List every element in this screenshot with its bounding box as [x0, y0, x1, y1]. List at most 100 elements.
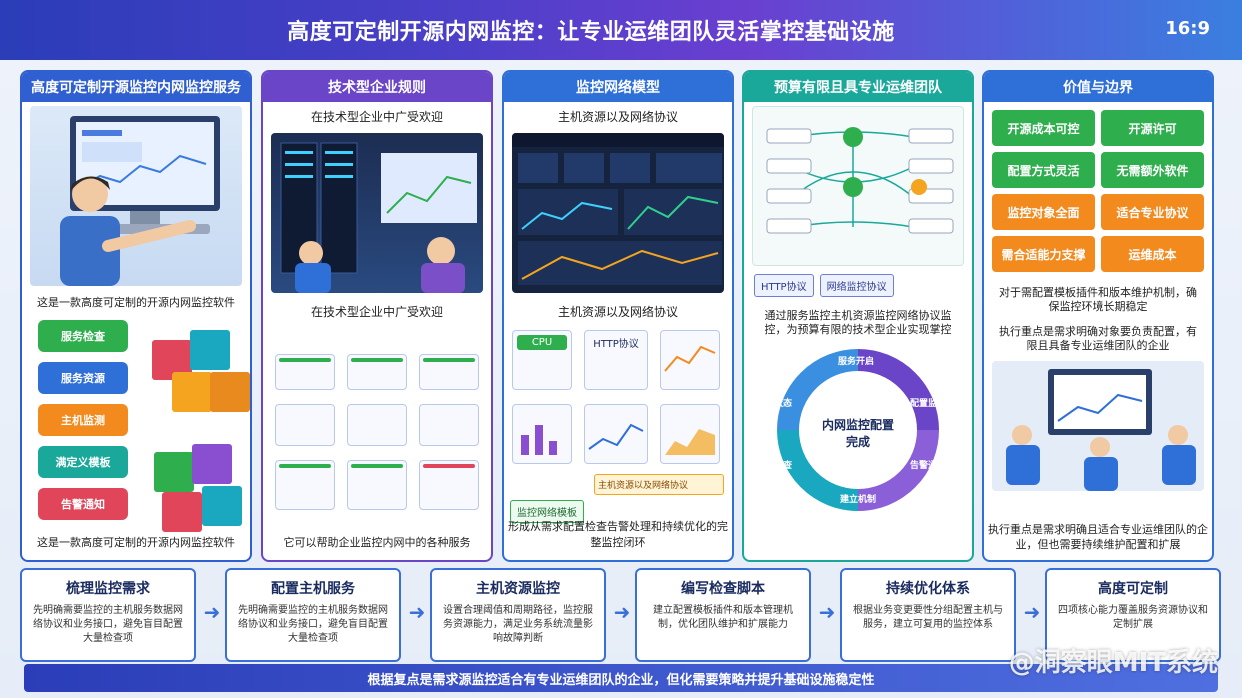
flow-card [275, 460, 335, 510]
flow-chip-icon [423, 464, 475, 468]
cycle-diagram: 内网监控配置完成 服务状态 服务开启 配置监控 设置检查 告警通知 建立机制 [744, 340, 972, 520]
cycle-center: 内网监控配置完成 [822, 417, 895, 449]
value-cell: 开源许可 [1101, 110, 1204, 146]
arrow-right-icon: ➜ [1023, 600, 1041, 624]
template-tag[interactable]: 监控网络模板 [510, 500, 584, 523]
module-host-monitor[interactable]: 主机监测 [38, 404, 128, 436]
cycle-label: 服务开启 [838, 356, 875, 367]
flow-diagram [263, 324, 491, 534]
value-cell: 无需额外软件 [1101, 152, 1204, 188]
panel-title: 价值与边界 [984, 72, 1212, 102]
module-list: 服务检查 服务资源 主机监测 满定义模板 告警通知 [38, 320, 128, 530]
cycle-label: 建立机制 [840, 494, 877, 505]
flow-card [347, 404, 407, 446]
cube-block-icon [210, 372, 250, 412]
team-illustration [992, 361, 1204, 492]
text-b: 执行重点是需求明确对象要负责配置，有限且具备专业运维团队的企业 [999, 324, 1197, 352]
step-desc: 根据业务变更要性分组配置主机与服务，建立可复用的监控体系 [853, 605, 1003, 630]
step-title: 梳理监控需求 [66, 581, 150, 597]
cycle-arrows-icon [777, 348, 939, 511]
flow-card [419, 460, 479, 510]
step-card: 主机资源监控 设置合理阈值和周期路径，监控服务资源能力，满足业务系统流量影响故障… [430, 568, 606, 662]
protocol-tags: HTTP协议 网络监控协议 [744, 270, 972, 301]
arrow-right-icon: ➜ [408, 600, 426, 624]
step-card: 持续优化体系 根据业务变更要性分组配置主机与服务，建立可复用的监控体系 [840, 568, 1016, 662]
step-card: 梳理监控需求 先明确需要监控的主机服务数据网络协议和业务接口，避免盲目配置大量检… [20, 568, 196, 662]
step-card: 编写检查脚本 建立配置模板插件和版本管理机制，优化团队维护和扩展能力 [635, 568, 811, 662]
module-service-check[interactable]: 服务检查 [38, 320, 128, 352]
arrow-right-icon: ➜ [818, 600, 836, 624]
value-cell: 配置方式灵活 [992, 152, 1095, 188]
flow-card [275, 354, 335, 390]
panel-tech-rules: 技术型企业规则 在技术型企业中广受欢迎 在技术型企业中广受欢迎 它可以帮助企业监… [261, 70, 493, 562]
watermark: @洞察眼MIT系统 [1008, 648, 1218, 678]
cube-block-icon [190, 330, 230, 370]
value-cell: 适合专业协议 [1101, 194, 1204, 230]
text-a: 对于需配置模板插件和版本维护机制，确保监控环境长期稳定 [999, 286, 1197, 314]
aspect-ratio-label: 16:9 [1165, 18, 1210, 39]
flow-card [419, 404, 479, 446]
protocol-diagram: CPU HTTP协议 主机资源以及网络协议 监控网络模板 [504, 324, 732, 554]
panel-title: 监控网络模型 [504, 72, 732, 102]
http-card: HTTP协议 [584, 330, 648, 390]
panel-title: 技术型企业规则 [263, 72, 491, 102]
step-desc: 建立配置模板插件和版本管理机制，优化团队维护和扩展能力 [653, 605, 793, 630]
cube-block-icon [192, 444, 232, 484]
step-title: 编写检查脚本 [681, 581, 765, 597]
flow-chip-icon [279, 358, 331, 362]
dashboard-illustration [512, 133, 724, 293]
step-desc: 先明确需要监控的主机服务数据网络协议和业务接口，避免盲目配置大量检查项 [238, 605, 388, 644]
monitor-dashboard-icon [512, 133, 724, 285]
cube-block-icon [154, 452, 194, 492]
module-alert-notify[interactable]: 告警通知 [38, 488, 128, 520]
flow-card [419, 354, 479, 390]
panel-value-boundary: 价值与边界 开源成本可控 开源许可 配置方式灵活 无需额外软件 监控对象全面 适… [982, 70, 1214, 562]
network-tag[interactable]: 网络监控协议 [819, 274, 894, 297]
cycle-label: 设置检查 [756, 460, 793, 471]
step-desc: 四项核心能力覆盖服务资源协议和定制扩展 [1058, 605, 1208, 630]
bar-card [512, 404, 572, 464]
panel-budget-team: 预算有限且具专业运维团队 HTTP协议 网络监控协议 通过服务监控主机资源监控网… [742, 70, 974, 562]
protocol-note: 主机资源以及网络协议 [594, 474, 724, 495]
flow-chip-icon [351, 464, 403, 468]
server-room-illustration [271, 133, 483, 293]
value-grid: 开源成本可控 开源许可 配置方式灵活 无需额外软件 监控对象全面 适合专业协议 … [984, 102, 1212, 280]
step-desc: 设置合理阈值和周期路径，监控服务资源能力，满足业务系统流量影响故障判断 [443, 605, 593, 644]
value-cell: 监控对象全面 [992, 194, 1095, 230]
arrow-right-icon: ➜ [613, 600, 631, 624]
cycle-label: 告警通知 [910, 460, 947, 471]
flow-card [347, 354, 407, 390]
mid-text: 通过服务监控主机资源监控网络协议监控，为预算有限的技术型企业实现掌控 [764, 309, 952, 337]
chart-card [660, 330, 720, 390]
team-monitor-icon [1006, 369, 1196, 492]
module-custom-template[interactable]: 满定义模板 [38, 446, 128, 478]
flow-chip-icon [279, 464, 331, 468]
http-tag[interactable]: HTTP协议 [754, 274, 814, 297]
value-cell: 运维成本 [1101, 236, 1204, 272]
cycle-label: 配置监控 [910, 398, 947, 409]
step-title: 配置主机服务 [271, 581, 355, 597]
arrow-right-icon: ➜ [203, 600, 221, 624]
flow-card [347, 460, 407, 510]
caption-top: 这是一款高度可定制的开源内网监控软件 [37, 296, 235, 309]
caption-bottom: 形成从需求配置检查告警处理和持续优化的完整监控闭环 [508, 520, 728, 549]
step-desc: 先明确需要监控的主机服务数据网络协议和业务接口，避免盲目配置大量检查项 [33, 605, 183, 644]
http-label: HTTP协议 [593, 339, 639, 350]
step-title: 主机资源监控 [476, 581, 560, 597]
panel-subtitle: 在技术型企业中广受欢迎 [310, 110, 443, 124]
flow-card [275, 404, 335, 446]
panel-subtitle-2: 主机资源以及网络协议 [557, 305, 678, 319]
step-card: 配置主机服务 先明确需要监控的主机服务数据网络协议和业务接口，避免盲目配置大量检… [225, 568, 401, 662]
value-cell: 需合适能力支撑 [992, 236, 1095, 272]
trend-chart-icon [588, 423, 644, 450]
network-graph-illustration [752, 106, 964, 266]
area-chart-icon [665, 429, 715, 455]
module-service-resource[interactable]: 服务资源 [38, 362, 128, 394]
line-chart-icon [664, 345, 716, 372]
panel-network-model: 监控网络模型 主机资源以及网络协议 主机资源以及网络协议 CPU HTTP协议 [502, 70, 734, 562]
panel-custom-monitoring: 高度可定制开源监控内网监控服务 这是一款高度可定制的开源内网监控软件 服务检查 … [20, 70, 252, 562]
panel-subtitle: 主机资源以及网络协议 [557, 110, 678, 124]
header-bar: 高度可定制开源内网监控：让专业运维团队灵活掌控基础设施 16:9 [0, 0, 1242, 60]
flow-chip-icon [351, 358, 403, 362]
cpu-chip: CPU [517, 335, 567, 350]
